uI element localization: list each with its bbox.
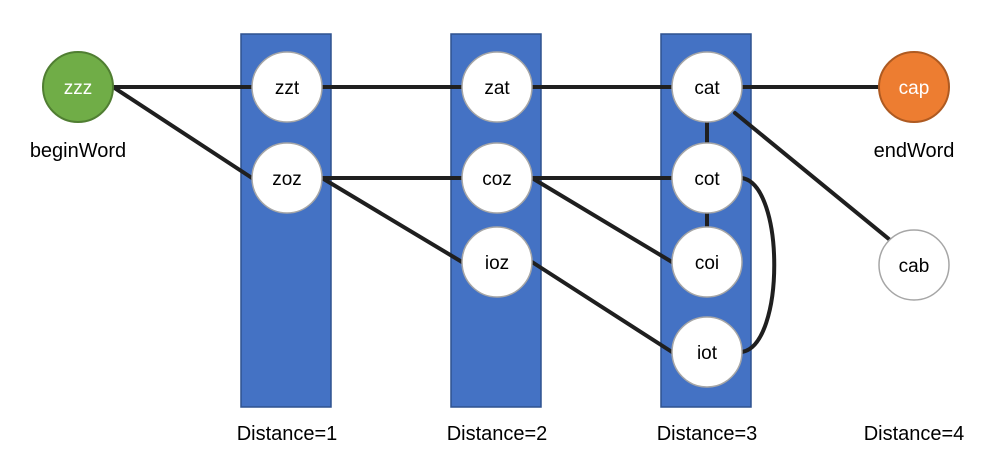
edge-cat-cab: [733, 111, 892, 242]
node-cot-label: cot: [694, 169, 720, 190]
node-zoz-label: zoz: [272, 169, 302, 190]
node-ioz-label: ioz: [485, 253, 509, 274]
node-cap: cap: [878, 51, 950, 123]
node-iot: iot: [671, 316, 743, 388]
node-cot: cot: [671, 142, 743, 214]
node-cat-label: cat: [694, 78, 720, 99]
distance-1-label: Distance=1: [237, 423, 338, 445]
node-coz-circle: [461, 142, 533, 214]
node-zzt: zzt: [251, 51, 323, 123]
node-cat-circle: [671, 51, 743, 123]
begin-word-node: [42, 51, 114, 123]
edge-ioz-iot: [530, 260, 674, 354]
end-word-caption: endWord: [874, 140, 955, 162]
edge-coz-coi: [530, 176, 674, 264]
edges: [111, 85, 892, 354]
end-word-node: [878, 51, 950, 123]
node-iot-circle: [671, 316, 743, 388]
node-zat-circle: [461, 51, 533, 123]
nodes: zzz zzt zoz zat coz ioz cat cot: [42, 51, 950, 388]
node-zzt-circle: [251, 51, 323, 123]
node-coi: coi: [671, 226, 743, 298]
node-ioz: ioz: [461, 226, 533, 298]
node-cap-label: cap: [899, 78, 930, 99]
node-cab-circle: [878, 229, 950, 301]
node-zzz: zzz: [42, 51, 114, 123]
node-coi-label: coi: [695, 253, 719, 274]
node-coi-circle: [671, 226, 743, 298]
begin-word-caption: beginWord: [30, 140, 126, 162]
distance-3-label: Distance=3: [657, 423, 758, 445]
node-coz-label: coz: [482, 169, 512, 190]
node-zzz-label: zzz: [64, 78, 93, 99]
node-cot-circle: [671, 142, 743, 214]
node-cab-label: cab: [899, 256, 930, 277]
edge-cot-iot: [740, 176, 777, 354]
edge-zoz-ioz: [320, 176, 464, 264]
node-zzt-label: zzt: [275, 78, 300, 99]
node-zat-label: zat: [484, 78, 510, 99]
distance-4-label: Distance=4: [864, 423, 965, 445]
node-cat: cat: [671, 51, 743, 123]
node-iot-label: iot: [697, 343, 718, 364]
node-coz: coz: [461, 142, 533, 214]
edge-zzz-zoz: [111, 85, 254, 180]
node-zoz: zoz: [251, 142, 323, 214]
node-zoz-circle: [251, 142, 323, 214]
node-cab: cab: [878, 229, 950, 301]
node-zat: zat: [461, 51, 533, 123]
distance-2-label: Distance=2: [447, 423, 548, 445]
node-ioz-circle: [461, 226, 533, 298]
